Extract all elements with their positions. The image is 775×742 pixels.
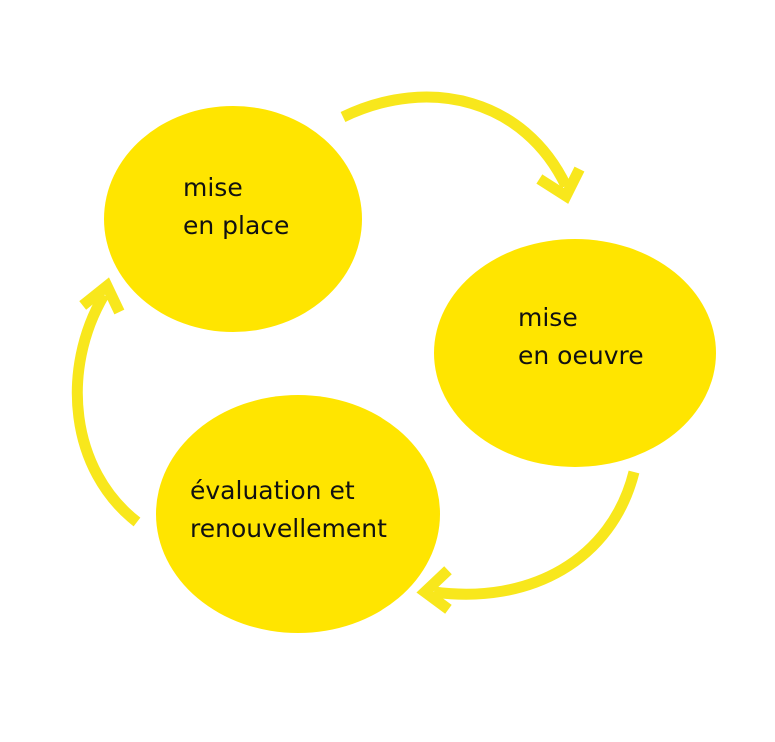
node-label-line: mise <box>518 303 578 332</box>
node-label-line: renouvellement <box>190 514 387 543</box>
arrow-oeuvre-to-evaluation <box>416 470 640 614</box>
arrow-place-to-oeuvre <box>340 91 585 204</box>
arrow-evaluation-to-place <box>71 277 141 527</box>
node-mise-en-place-label: mise en place <box>183 169 289 245</box>
node-label-line: évaluation et <box>190 476 355 505</box>
node-label-line: mise <box>183 173 243 202</box>
node-label-line: en oeuvre <box>518 341 644 370</box>
node-evaluation-label: évaluation et renouvellement <box>190 472 387 548</box>
node-label-line: en place <box>183 211 290 240</box>
node-mise-en-oeuvre-circle <box>434 239 716 467</box>
node-mise-en-oeuvre-label: mise en oeuvre <box>518 299 644 375</box>
node-mise-en-place-circle <box>104 106 362 332</box>
node-evaluation-circle <box>156 395 440 633</box>
